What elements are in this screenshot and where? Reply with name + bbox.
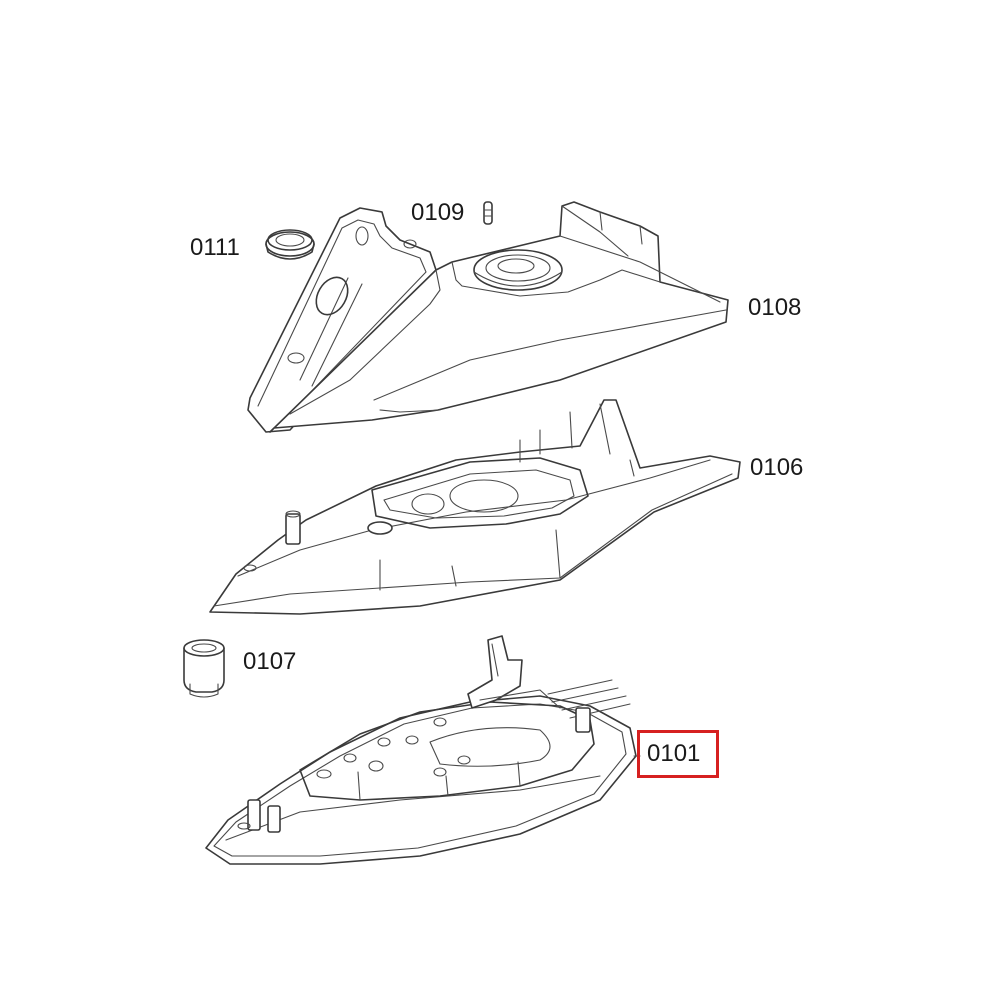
part-0107-knob (183, 639, 225, 698)
part-0101-soleplate (205, 635, 637, 865)
part-label-0108: 0108 (748, 294, 802, 321)
highlight-box-0101 (637, 730, 719, 778)
part-0111-seal-ring (265, 229, 315, 260)
part-0106-water-tank (209, 399, 741, 615)
part-label-0109: 0109 (411, 199, 465, 226)
part-label-0107: 0107 (243, 648, 297, 675)
part-label-0101: 0101 (647, 740, 701, 767)
part-0108-top-cover (247, 201, 729, 433)
part-label-0111: 0111 (190, 234, 240, 261)
part-0109-pin (483, 201, 493, 225)
part-label-0106: 0106 (750, 454, 804, 481)
